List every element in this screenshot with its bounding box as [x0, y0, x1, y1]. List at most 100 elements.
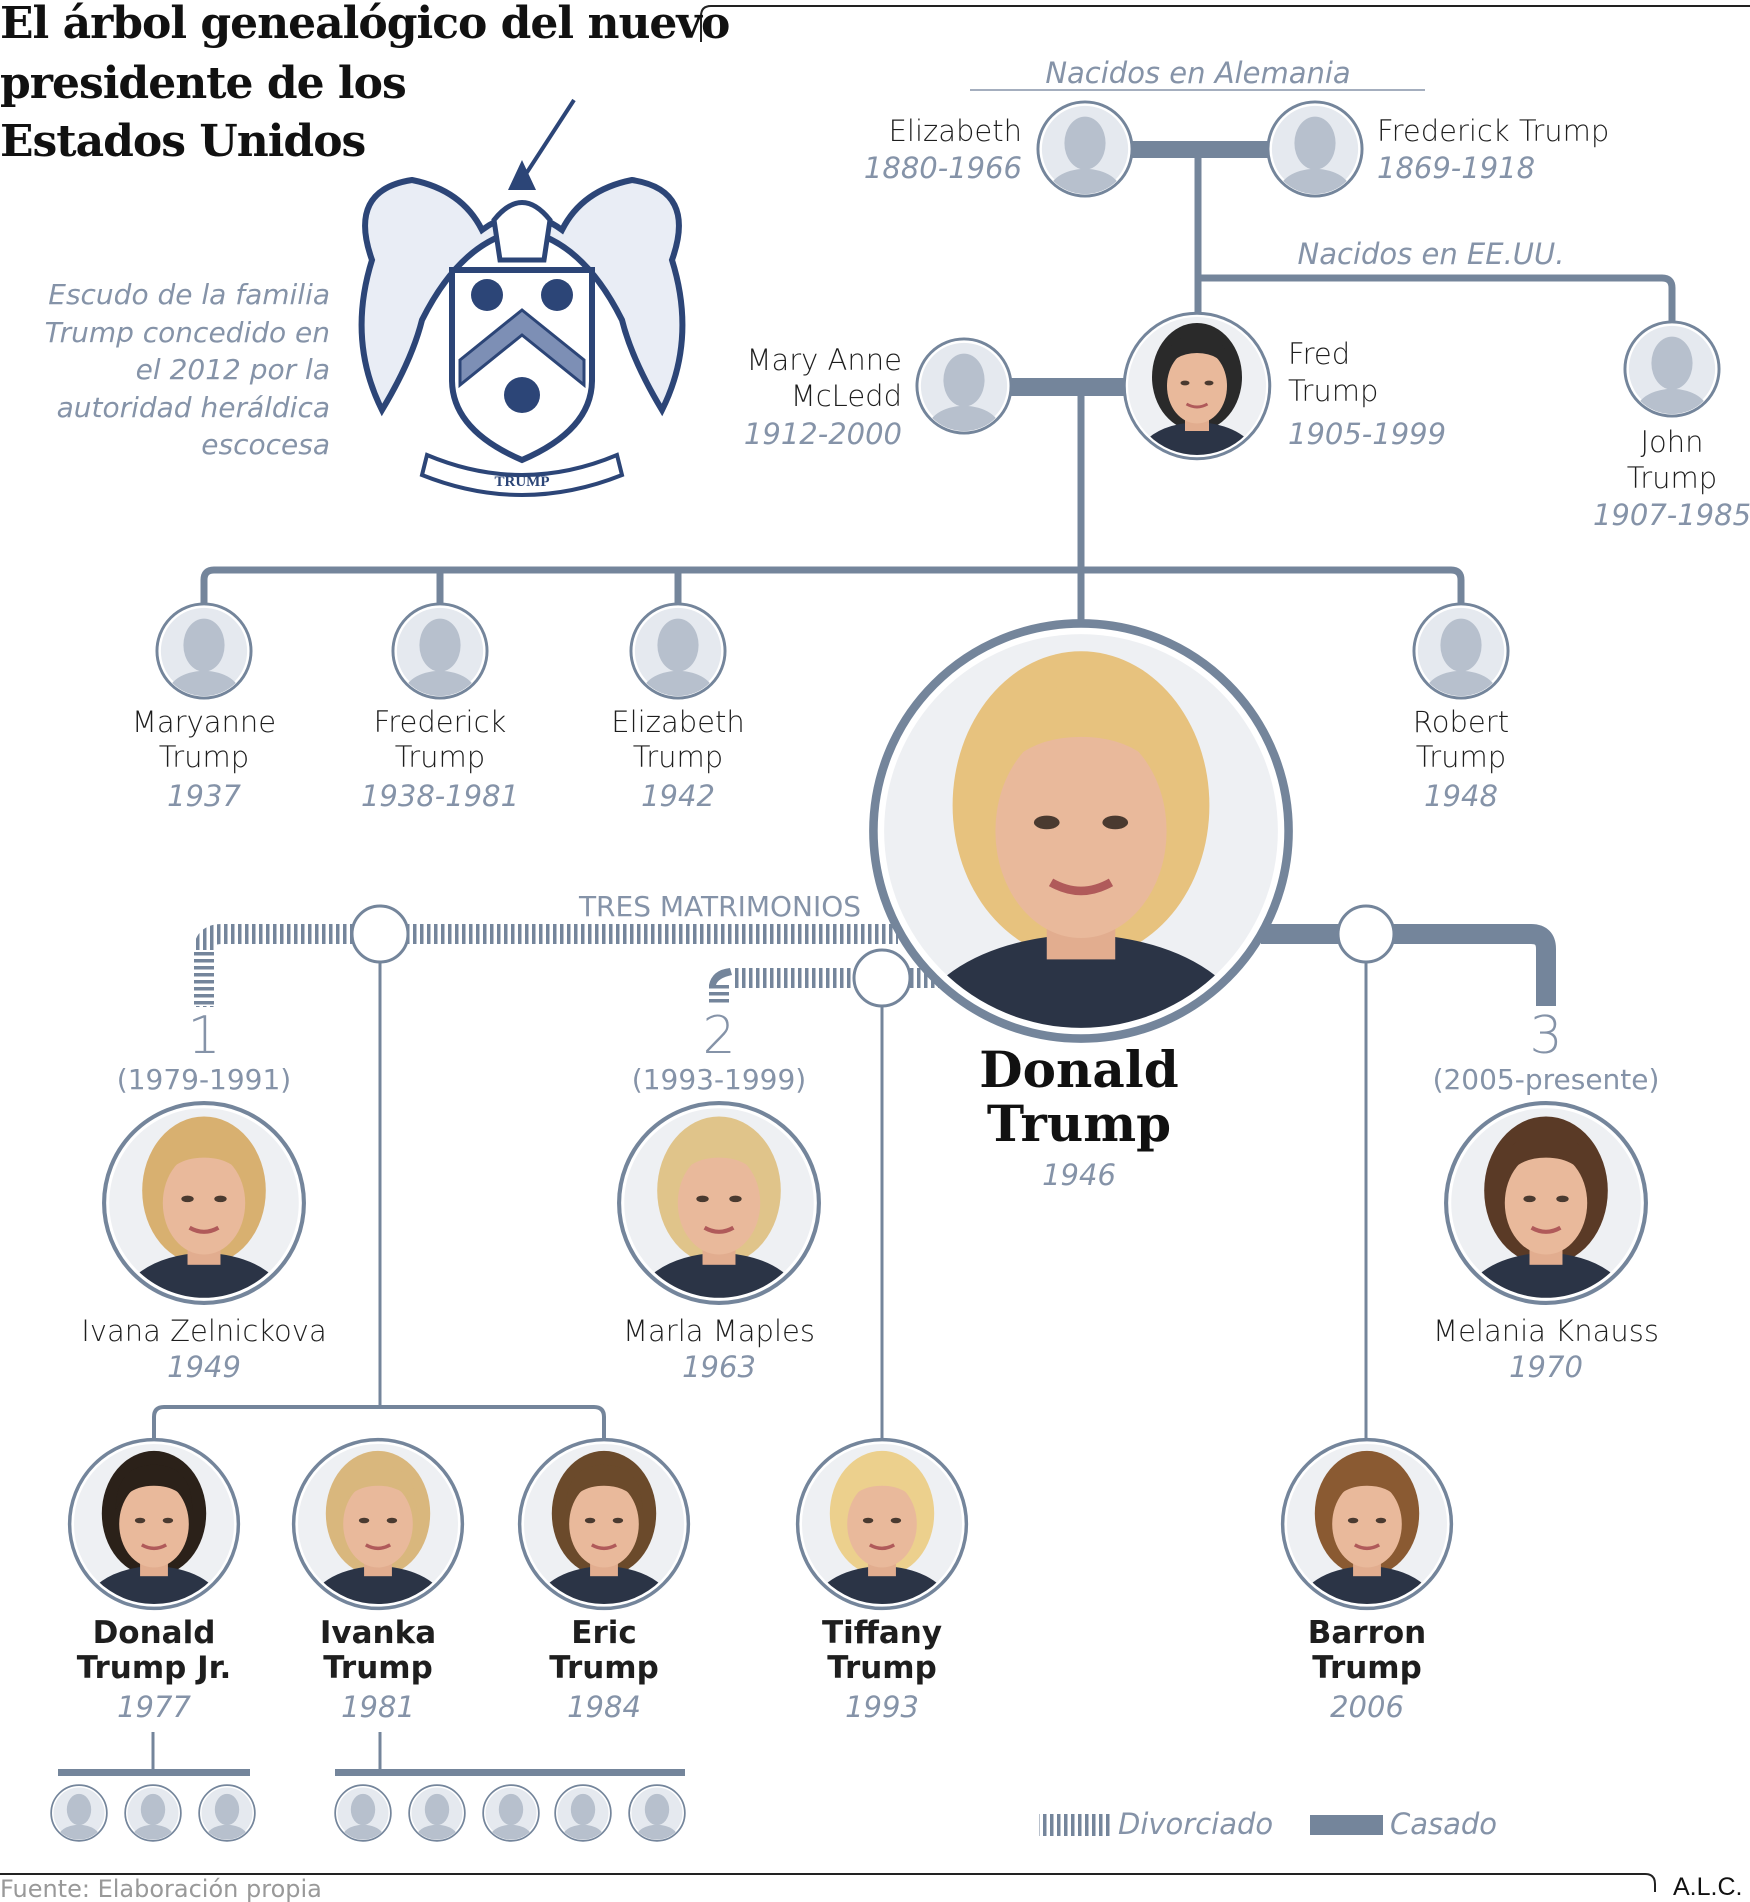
child-name: Trump — [549, 1650, 659, 1686]
sibling-years: 1942 — [641, 779, 715, 813]
parent-name: Trump — [1288, 374, 1379, 408]
portrait-ivana — [104, 1103, 304, 1316]
marriage-number: 1 — [187, 1006, 221, 1066]
parent-name: Mary Anne — [746, 343, 902, 377]
child-name: Barron — [1307, 1615, 1427, 1651]
parent-years: 1905-1999 — [1288, 417, 1447, 451]
sibling-years: 1937 — [167, 779, 241, 813]
sibling-name: Trump — [632, 740, 724, 774]
sibling-name: Elizabeth — [611, 705, 745, 739]
main-years: 1946 — [1042, 1158, 1116, 1192]
portrait-donald-trump — [873, 623, 1288, 1066]
child-years: 1993 — [845, 1690, 919, 1724]
grandchild-portrait — [199, 1785, 255, 1842]
coat-of-arms-logo: TRUMP — [358, 98, 686, 497]
parent-name: Fred — [1288, 337, 1351, 371]
marriage-period: (1979-1991) — [116, 1063, 292, 1096]
child-name: Trump Jr. — [76, 1650, 232, 1686]
sibling-name: Frederick — [373, 705, 507, 739]
portrait-melania — [1446, 1103, 1646, 1316]
grandchild-portrait — [629, 1785, 685, 1842]
title-line-1: El árbol genealógico del nuevo — [0, 0, 730, 49]
portrait-john-trump — [1625, 322, 1719, 418]
grandchild-portrait — [51, 1785, 107, 1842]
grandchild-portrait — [409, 1785, 465, 1842]
grandchildren-line-2 — [335, 1769, 685, 1776]
main-name: Trump — [986, 1094, 1172, 1153]
child-eric: Eric Trump 1984 — [549, 1618, 659, 1722]
marriage-period: (1993-1999) — [631, 1063, 807, 1096]
divorced-line-2-corner — [709, 968, 732, 1003]
main-name: Donald — [979, 1040, 1179, 1099]
children-line-1 — [152, 1405, 606, 1440]
marriage-number: 3 — [1529, 1006, 1563, 1066]
crest-ribbon-text: TRUMP — [495, 474, 550, 490]
label-born-germany: Nacidos en Alemania — [1045, 56, 1351, 90]
child-name: Eric — [571, 1615, 637, 1651]
child-name: Donald — [92, 1615, 216, 1651]
grandparent-years: 1880-1966 — [863, 151, 1022, 185]
sibling-name: Trump — [158, 740, 250, 774]
portrait-donald-jr — [70, 1440, 239, 1620]
usa-branch-line — [1198, 274, 1676, 322]
wife-name: Ivana Zelnickova — [81, 1314, 327, 1348]
grandchild-portrait — [483, 1785, 539, 1842]
footer-line — [0, 1873, 1656, 1892]
crest-caption-line: autoridad heráldica — [56, 390, 330, 424]
child-years: 1977 — [117, 1690, 191, 1724]
parent-years: 1912-2000 — [743, 417, 902, 451]
child-name: Trump — [1312, 1650, 1422, 1686]
marriage-node-2 — [852, 948, 912, 1008]
grandchildren-line-1 — [58, 1769, 250, 1776]
portrait-robert — [1414, 604, 1508, 700]
siblings-line — [200, 566, 1465, 605]
wife-years: 1949 — [167, 1350, 241, 1384]
wife-name: Marla Maples — [623, 1314, 815, 1348]
title-line-3: Estados Unidos — [0, 116, 366, 167]
portrait-eric — [520, 1440, 689, 1620]
divorced-line-1 — [222, 924, 898, 944]
sibling-elizabeth: Elizabeth Trump 1942 — [611, 708, 744, 811]
legend-divorced-label: Divorciado — [1118, 1807, 1274, 1841]
portrait-ivanka — [294, 1440, 463, 1620]
marriage-node-3 — [1336, 904, 1396, 964]
legend-married-swatch — [1310, 1815, 1383, 1835]
grandchild-portrait — [555, 1785, 611, 1842]
footer-source: Fuente: Elaboración propia — [0, 1875, 322, 1902]
child-barron: Barron Trump 2006 — [1308, 1618, 1427, 1722]
marriage-number: 2 — [702, 1006, 736, 1066]
portrait-elizabeth — [1038, 102, 1132, 198]
sibling-robert: Robert Trump 1948 — [1413, 708, 1509, 811]
sibling-frederick: Frederick Trump 1938-1981 — [361, 708, 519, 811]
footer-credit: A.L.C. — [1673, 1873, 1743, 1901]
parent-years: 1907-1985 — [1592, 498, 1750, 532]
main-person-donald-trump: Donald Trump 1946 — [979, 1045, 1178, 1190]
child-ivanka: Ivanka Trump 1981 — [320, 1618, 436, 1722]
grandparent-name: Frederick Trump — [1377, 114, 1610, 148]
marriage-node-1 — [350, 904, 410, 964]
sibling-name: Trump — [394, 740, 486, 774]
crest-caption-line: Escudo de la familia — [48, 278, 330, 311]
crest-caption: Escudo de la familia Trump concedido en … — [45, 276, 330, 464]
parent-name: John — [1640, 425, 1704, 459]
child-name: Ivanka — [319, 1615, 437, 1651]
grandchild-portrait — [125, 1785, 181, 1842]
wife-years: 1970 — [1509, 1350, 1583, 1384]
child-name: Trump — [323, 1650, 433, 1686]
crest-caption-line: el 2012 por la — [135, 353, 330, 387]
child-years: 1981 — [341, 1690, 415, 1724]
portrait-elizabeth-jr — [631, 604, 725, 700]
legend-married-label: Casado — [1390, 1807, 1498, 1841]
child-years: 1984 — [567, 1690, 641, 1724]
child-donald-jr: Donald Trump Jr. 1977 — [77, 1618, 232, 1722]
crest-caption-line: escocesa — [201, 428, 330, 462]
sibling-name: Trump — [1415, 740, 1507, 774]
label-three-marriages: TRES MATRIMONIOS — [578, 890, 862, 923]
child-years: 2006 — [1330, 1690, 1404, 1724]
sibling-years: 1938-1981 — [360, 779, 520, 813]
label-born-usa: Nacidos en EE.UU. — [1297, 237, 1565, 271]
child-name: Trump — [827, 1650, 937, 1686]
sibling-name: Maryanne — [131, 705, 277, 739]
